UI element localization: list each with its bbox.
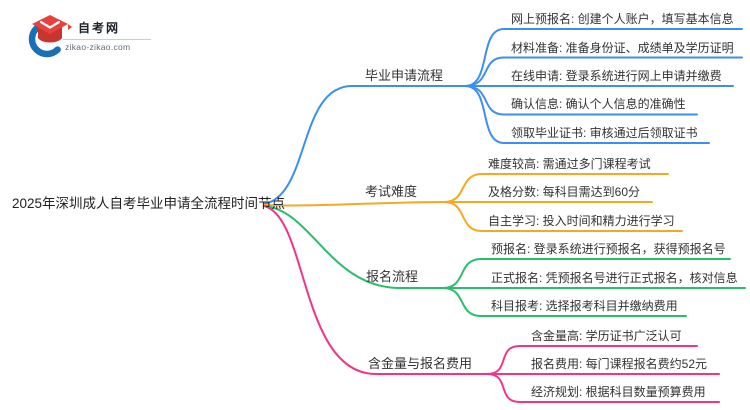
leaf-high-difficulty: 难度较高: 需通过多门课程考试 <box>488 157 651 171</box>
logo-domain-text: zikao-zikao.com <box>65 42 131 52</box>
leaf-high-value: 含金量高: 学历证书广泛认可 <box>531 329 682 343</box>
branch-label-value-and-fees: 含金量与报名费用 <box>368 356 473 371</box>
leaf-online-prereg: 网上预报名: 创建个人账户，填写基本信息 <box>511 12 734 26</box>
logo-divider <box>63 39 151 40</box>
leaf-online-apply: 在线申请: 登录系统进行网上申请并缴费 <box>511 69 722 83</box>
branch-label-exam-difficulty: 考试难度 <box>365 184 418 199</box>
leaf-material-prep: 材料准备: 准备身份证、成绩单及学历证明 <box>511 41 734 55</box>
site-logo[interactable]: 自考网 zikao-zikao.com <box>28 11 151 59</box>
leaf-prereg: 预报名: 登录系统进行预报名，获得预报名号 <box>491 242 726 256</box>
leaf-subject-reg: 科目报考: 选择报考科目并缴纳费用 <box>491 299 678 313</box>
branch-signup-lines <box>263 205 746 317</box>
leaf-budget-planning: 经济规划: 根据科目数量预算费用 <box>531 385 706 399</box>
branch-label-signup-process: 报名流程 <box>366 269 419 284</box>
branch-label-graduation-process: 毕业申请流程 <box>365 68 444 83</box>
central-topic: 2025年深圳成人自考毕业申请全流程时间节点 <box>12 196 286 211</box>
leaf-confirm-info: 确认信息: 确认个人信息的准确性 <box>511 97 686 111</box>
logo-site-name: 自考网 <box>78 21 121 35</box>
branch-value-lines <box>263 205 720 403</box>
branch-difficulty-lines <box>263 173 683 232</box>
leaf-pass-score: 及格分数: 每科目需达到60分 <box>488 185 641 199</box>
leaf-self-study: 自主学习: 投入时间和精力进行学习 <box>488 214 675 228</box>
leaf-get-diploma: 领取毕业证书: 审核通过后领取证书 <box>511 126 698 140</box>
leaf-formal-reg: 正式报名: 凭预报名号进行正式报名，核对信息 <box>491 271 738 285</box>
branch-graduation-lines <box>263 28 743 205</box>
leaf-reg-fee: 报名费用: 每门课程报名费约52元 <box>531 357 708 371</box>
graduation-cap-icon <box>28 15 72 58</box>
